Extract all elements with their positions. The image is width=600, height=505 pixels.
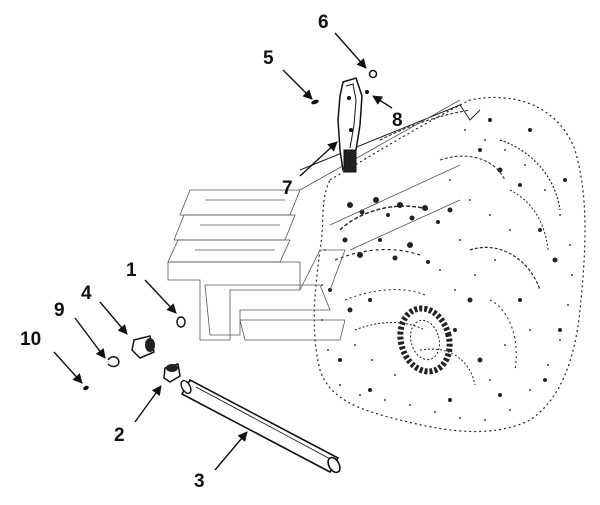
callout-3: 3: [194, 471, 205, 492]
leader-arrow-1: [144, 279, 177, 314]
callout-1: 1: [126, 260, 137, 281]
callout-7: 7: [282, 178, 293, 199]
callout-6: 6: [318, 12, 329, 33]
callout-labels: 1 2 3 4 5 6 7 8 9 10: [20, 12, 403, 492]
callout-8: 8: [392, 110, 403, 131]
part-6-washer: [368, 69, 378, 79]
leader-arrow-5: [282, 69, 313, 100]
leader-arrow-7: [299, 141, 338, 177]
part-10-pin: [83, 385, 89, 391]
leader-arrow-3: [214, 431, 248, 471]
part-5-screw: [311, 99, 319, 105]
part-4-elbow-fitting: [131, 335, 155, 359]
engine-block-illustration: [299, 96, 586, 433]
leader-arrow-2: [134, 385, 162, 423]
part-1-ring: [176, 316, 186, 328]
callout-4: 4: [81, 283, 92, 304]
leader-arrow-6: [334, 32, 367, 69]
callout-5: 5: [263, 48, 274, 69]
leader-arrow-10: [53, 351, 83, 384]
part-7-bracket: [337, 77, 363, 173]
part-9-clip: [107, 356, 120, 368]
callout-10: 10: [20, 329, 41, 350]
leader-arrow-8: [372, 95, 393, 109]
leader-arrow-9: [74, 317, 106, 359]
callout-9: 9: [54, 300, 65, 321]
leader-arrow-4: [99, 301, 128, 335]
leader-arrows: [53, 32, 393, 471]
part-2-plug: [163, 363, 181, 383]
part-8-nut: [365, 90, 369, 94]
cover-plate-outlines: [167, 99, 461, 341]
callout-2: 2: [114, 425, 125, 446]
part-3-tube: [180, 378, 341, 474]
